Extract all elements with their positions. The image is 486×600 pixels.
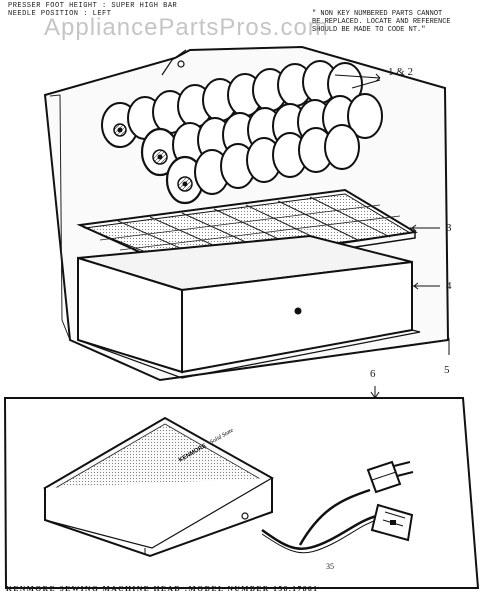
power-cord [261, 460, 414, 554]
watermark: AppliancePartsPros.com [44, 14, 329, 41]
machine-plug-icon [370, 503, 414, 542]
parts-note-line-2: BE REPLACED. LOCATE AND REFERENCE [312, 18, 451, 26]
storage-box [77, 234, 421, 379]
hanger-hole-icon [177, 60, 185, 68]
callout-4: 4 [446, 280, 452, 292]
wall-plug-icon [366, 460, 414, 494]
callout-5: 5 [444, 364, 450, 376]
callout-6: 6 [370, 368, 376, 380]
model-number-footer: KENMORE SEWING MACHINE HEAD :MODEL NUMBE… [6, 584, 319, 593]
callout-1-2: 1 & 2 [388, 66, 414, 78]
presser-foot-height-text: PRESSER FOOT HEIGHT : SUPER HIGH BAR [8, 2, 178, 10]
callout-3: 3 [446, 222, 452, 234]
parts-note-line-1: " NON KEY NUMBERED PARTS CANNOT [312, 10, 443, 18]
parts-note: " NON KEY NUMBERED PARTS CANNOT BE REPLA… [312, 10, 482, 34]
box-latch-icon [294, 307, 302, 315]
header-specs: PRESSER FOOT HEIGHT : SUPER HIGH BAR NEE… [8, 2, 177, 18]
callout-35: 35 [326, 562, 334, 571]
needle-position-text: NEEDLE POSITION : LEFT [8, 10, 112, 18]
foot-pedal: KENMORE Solid State [42, 416, 275, 558]
cam-set [101, 60, 383, 205]
parts-note-line-3: SHOULD BE MADE TO CODE NT." [312, 26, 426, 34]
leader-lines-top [334, 73, 450, 355]
